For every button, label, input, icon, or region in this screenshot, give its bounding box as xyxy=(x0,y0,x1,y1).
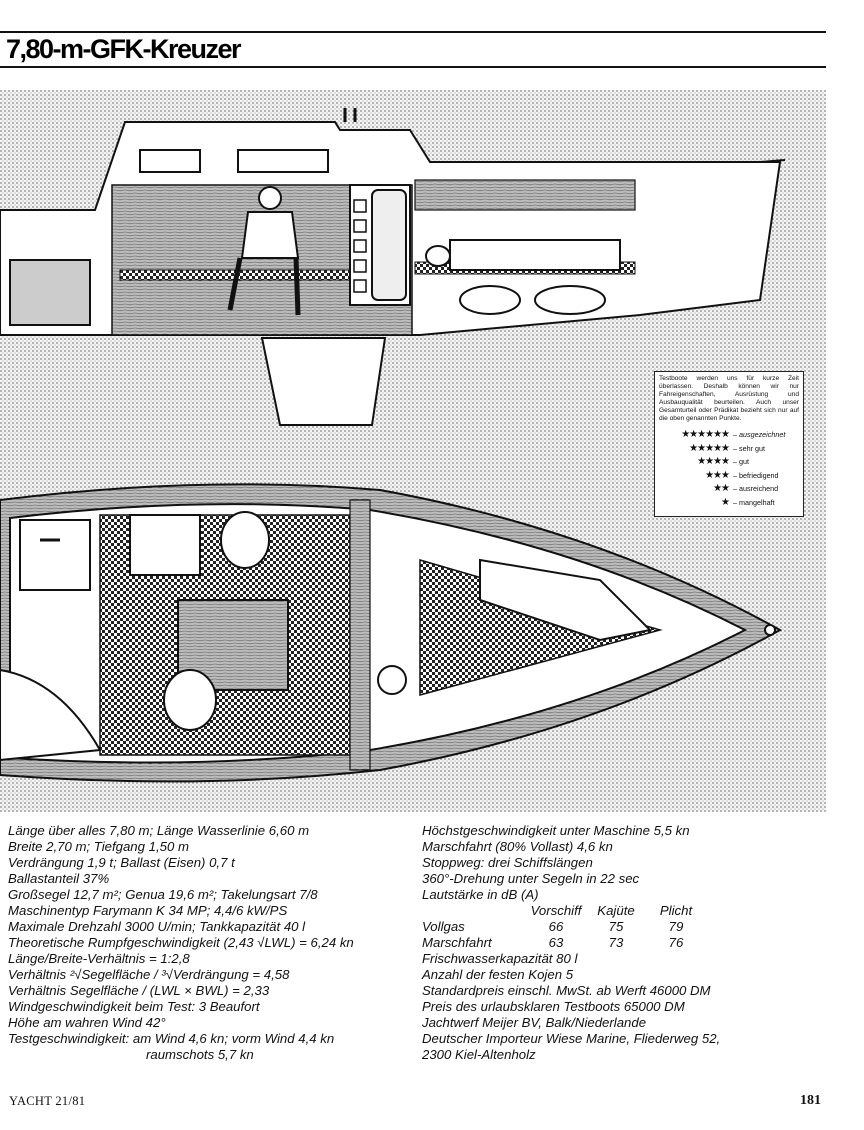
spec-line: Stoppweg: drei Schiffslängen xyxy=(422,855,593,870)
rating-row: ★★★★ – gut xyxy=(659,455,799,469)
rating-label: – ausgezeichnet xyxy=(733,430,786,440)
table-cell: 75 xyxy=(608,919,624,934)
spec-line: Breite 2,70 m; Tiefgang 1,50 m xyxy=(8,839,189,854)
spec-line: Höchstgeschwindigkeit unter Maschine 5,5… xyxy=(422,823,690,838)
noise-level-table: Vorschiff Kajüte Plicht Vollgas 66 75 79… xyxy=(422,903,706,951)
specs-right-panel: Höchstgeschwindigkeit unter Maschine 5,5… xyxy=(413,815,825,1062)
rating-row: ★★★★★ – sehr gut xyxy=(659,442,799,456)
spec-line: Windgeschwindigkeit beim Test: 3 Beaufor… xyxy=(8,999,260,1014)
table-row: Vollgas 66 75 79 xyxy=(422,919,706,935)
spec-line: Verhältnis Segelfläche / (LWL × BWL) = 2… xyxy=(8,983,270,998)
rating-label: – mangelhaft xyxy=(733,497,775,507)
spec-line: Jachtwerf Meijer BV, Balk/Niederlande xyxy=(422,1015,647,1030)
rating-label: – sehr gut xyxy=(733,443,765,453)
spec-line: Ballastanteil 37% xyxy=(8,871,110,886)
spec-line: Verdrängung 1,9 t; Ballast (Eisen) 0,7 t xyxy=(8,855,235,870)
issue-label: YACHT 21/81 xyxy=(9,1094,86,1108)
star-icon: ★★★★ xyxy=(697,456,730,468)
table-header: Plicht xyxy=(659,903,693,918)
star-icon: ★ xyxy=(721,496,730,508)
table-header-row: Vorschiff Kajüte Plicht xyxy=(422,903,706,919)
top-plan-view xyxy=(0,483,783,783)
spec-line: Großsegel 12,7 m²; Genua 19,6 m²; Takelu… xyxy=(8,887,318,902)
spec-line: Marschfahrt (80% Vollast) 4,6 kn xyxy=(422,839,613,854)
spec-line: Deutscher Importeur Wiese Marine, Fliede… xyxy=(422,1031,721,1046)
spec-line: Anzahl der festen Kojen 5 xyxy=(422,967,574,982)
table-header xyxy=(422,903,526,919)
spec-line: Theoretische Rumpfgeschwindigkeit (2,43 … xyxy=(8,935,354,950)
spec-line: raumschots 5,7 kn xyxy=(146,1047,254,1062)
top-rule xyxy=(0,31,826,33)
side-section-view xyxy=(0,108,786,426)
spec-line: Länge/Breite-Verhältnis = 1:2,8 xyxy=(8,951,190,966)
spec-line: Verhältnis ²√Segelfläche / ³√Verdrängung… xyxy=(8,967,290,982)
spec-line: Maschinentyp Farymann K 34 MP; 4,4/6 kW/… xyxy=(8,903,288,918)
spec-line: Höhe am wahren Wind 42° xyxy=(8,1015,166,1030)
table-cell: 63 xyxy=(548,935,564,950)
page-number: 181 xyxy=(800,1093,821,1108)
specs-left-panel: Länge über alles 7,80 m; Länge Wasserlin… xyxy=(0,815,392,1062)
rating-label: – ausreichend xyxy=(733,484,779,494)
spec-line: Länge über alles 7,80 m; Länge Wasserlin… xyxy=(8,823,310,838)
spec-line: 360°-Drehung unter Segeln in 22 sec xyxy=(422,871,640,886)
table-cell: Marschfahrt xyxy=(422,935,492,950)
rating-row: ★★★ – befriedigend xyxy=(659,469,799,483)
table-cell: 66 xyxy=(548,919,564,934)
spec-line: Lautstärke in dB (A) xyxy=(422,887,539,902)
spec-line: Testgeschwindigkeit: am Wind 4,6 kn; vor… xyxy=(8,1031,335,1046)
table-cell: 79 xyxy=(668,919,684,934)
rating-row: ★★ – ausreichend xyxy=(659,482,799,496)
table-cell: Vollgas xyxy=(422,919,465,934)
rating-label: – befriedigend xyxy=(733,470,779,480)
rating-legend: Testboote werden uns für kurze Zeit über… xyxy=(654,371,804,517)
legend-note: Testboote werden uns für kurze Zeit über… xyxy=(659,375,799,422)
title-underline xyxy=(0,66,826,68)
rating-row: ★ – mangelhaft xyxy=(659,496,799,510)
star-icon: ★★★★★ xyxy=(689,442,730,454)
table-header: Kajüte xyxy=(597,903,635,918)
page-title: 7,80-m-GFK-Kreuzer xyxy=(6,34,242,64)
rating-label: – gut xyxy=(733,457,749,467)
rating-row: ★★★★★★ – ausgezeichnet xyxy=(659,428,799,442)
spec-line: Frischwasserkapazität 80 l xyxy=(422,951,578,966)
spec-line: Standardpreis einschl. MwSt. ab Werft 46… xyxy=(422,983,711,998)
table-header: Vorschiff xyxy=(530,903,582,918)
table-cell: 73 xyxy=(608,935,624,950)
star-icon: ★★ xyxy=(713,483,730,495)
spec-line: Preis des urlaubsklaren Testboots 65000 … xyxy=(422,999,685,1014)
table-row: Marschfahrt 63 73 76 xyxy=(422,935,706,951)
table-cell: 76 xyxy=(668,935,684,950)
star-icon: ★★★ xyxy=(705,469,730,481)
star-icon: ★★★★★★ xyxy=(681,429,730,441)
spec-line: 2300 Kiel-Altenholz xyxy=(422,1047,536,1062)
spec-line: Maximale Drehzahl 3000 U/min; Tankkapazi… xyxy=(8,919,306,934)
